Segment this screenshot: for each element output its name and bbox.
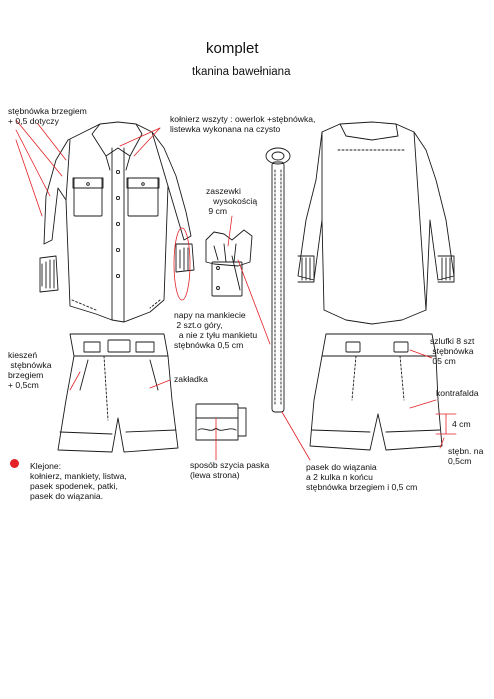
- note-topstitch-edge: stębnówka brzegiem + 0,5 dotyczy: [8, 106, 87, 126]
- note-counterpleat: kontrafalda: [436, 388, 479, 398]
- note-waistband: sposób szycia paska (lewa strona): [190, 460, 270, 480]
- note-hem-4cm: 4 cm: [452, 419, 471, 429]
- legend-glued-parts: Klejone: kołnierz, mankiety, listwa, pas…: [30, 461, 127, 501]
- shorts-front-sketch: [57, 333, 179, 453]
- note-cuff-snaps: napy na mankiecie 2 szt.o góry, a nie z …: [174, 310, 258, 350]
- shorts-back-sketch: [309, 333, 443, 451]
- note-collar: kołnierz wszyty : owerlok +stębnówka, li…: [170, 114, 316, 134]
- shirt-front-sketch: [39, 121, 195, 323]
- legend-marker-dot: [10, 459, 19, 468]
- note-belt-loops: szlufki 8 szt stębnówka 05 cm: [430, 336, 475, 366]
- page-title: komplet: [206, 40, 259, 57]
- shirt-back-sketch: [297, 121, 455, 325]
- page-subtitle: tkanina bawełniana: [192, 66, 291, 78]
- note-tuck: zakładka: [174, 374, 208, 384]
- note-pleats: zaszewki wysokością 9 cm: [206, 186, 258, 216]
- tie-belt-sketch: [265, 147, 291, 413]
- note-hem-stitch: stębn. na 0,5cm: [448, 446, 484, 466]
- cuff-detail-sketch: [205, 229, 253, 297]
- note-tie-belt: pasek do wiązania a 2 kulka n końcu stęb…: [306, 462, 418, 492]
- waistband-detail-sketch: [195, 403, 247, 441]
- note-pocket: kieszeń stębnówka brzegiem + 0,5cm: [8, 350, 52, 390]
